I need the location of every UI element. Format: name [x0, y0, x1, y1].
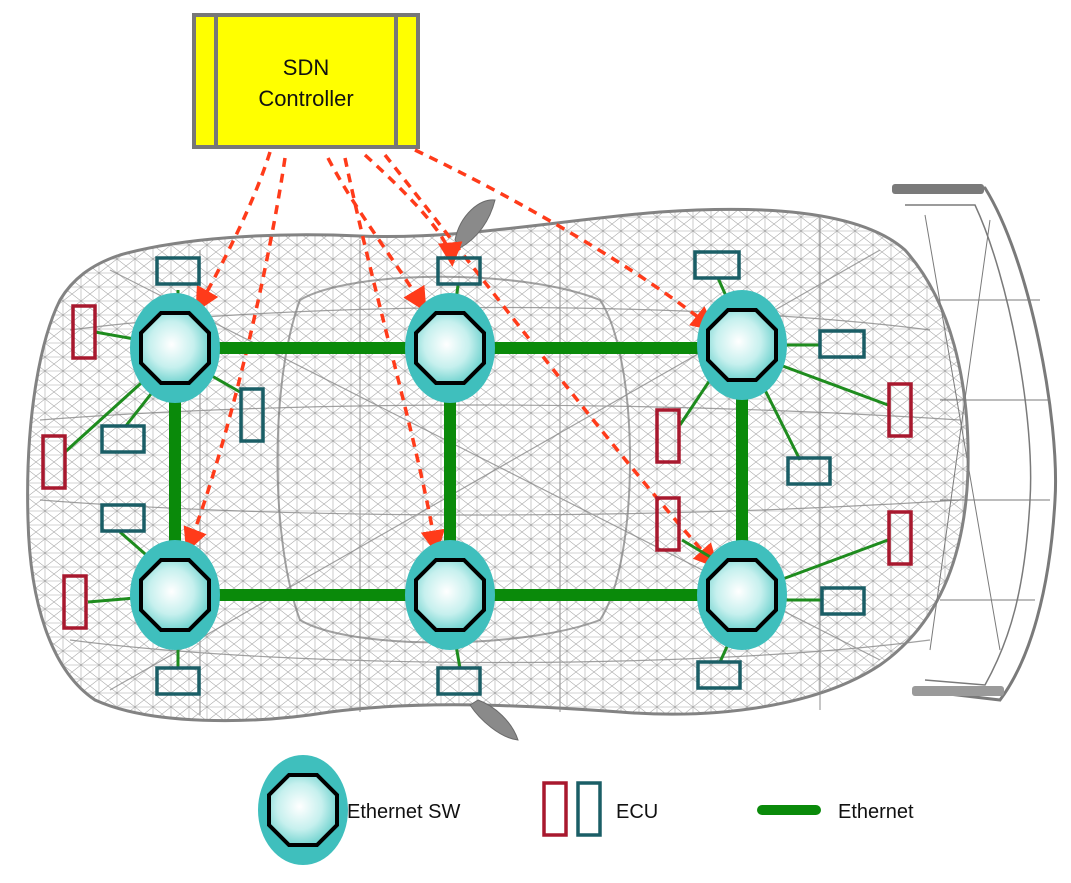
ecu-teal	[239, 387, 265, 443]
ecu-red	[887, 510, 913, 566]
control-link	[414, 148, 716, 332]
ecu-red	[655, 496, 681, 552]
ecu-teal	[155, 666, 201, 696]
legend: Ethernet SW ECU Ethernet	[258, 755, 914, 865]
ecu-teal	[100, 424, 146, 454]
controller-label-line1: SDN	[283, 55, 329, 80]
legend-ethernet-label: Ethernet	[838, 801, 914, 823]
control-link	[363, 153, 463, 267]
control-link	[326, 157, 427, 313]
legend-ecu-label: ECU	[616, 801, 658, 823]
ecus	[41, 250, 913, 696]
control-link	[195, 151, 272, 313]
control-link	[343, 157, 445, 555]
ethernet-switch	[405, 293, 495, 403]
ecu-teal	[436, 666, 482, 696]
legend-ecu-red-icon	[542, 781, 568, 837]
sdn-controller-box: SDN Controller	[192, 13, 420, 149]
legend-ecu-teal-icon	[576, 781, 602, 837]
ecu-teal	[820, 586, 866, 616]
rear-spoiler	[892, 184, 1058, 702]
ecu-red	[41, 434, 67, 490]
controller-label-line2: Controller	[258, 86, 353, 111]
car-wireframe	[26, 184, 1058, 741]
car-cockpit-outline	[276, 275, 631, 644]
ethernet-switches	[130, 290, 787, 650]
ecu-red	[71, 304, 97, 360]
ecu-red	[655, 408, 681, 464]
ecu-teal	[155, 256, 201, 286]
legend-switch-label: Ethernet SW	[347, 801, 461, 823]
legend-switch-icon	[258, 755, 348, 865]
ecu-teal	[436, 256, 482, 286]
ecu-teal	[100, 503, 146, 533]
ethernet-switch	[405, 540, 495, 650]
ecu-teal	[786, 456, 832, 486]
ecu-teal	[818, 329, 866, 359]
ecu-teal	[696, 660, 742, 690]
control-link	[383, 153, 719, 569]
ethernet-switch	[130, 540, 220, 650]
ethernet-switch	[697, 290, 787, 400]
mirror-top	[454, 199, 496, 249]
ethernet-switch	[130, 293, 220, 403]
ecu-teal	[693, 250, 741, 280]
mirror-bottom	[469, 699, 519, 741]
ecu-red	[62, 574, 88, 630]
ecu-red	[887, 382, 913, 438]
ethernet-switch	[697, 540, 787, 650]
